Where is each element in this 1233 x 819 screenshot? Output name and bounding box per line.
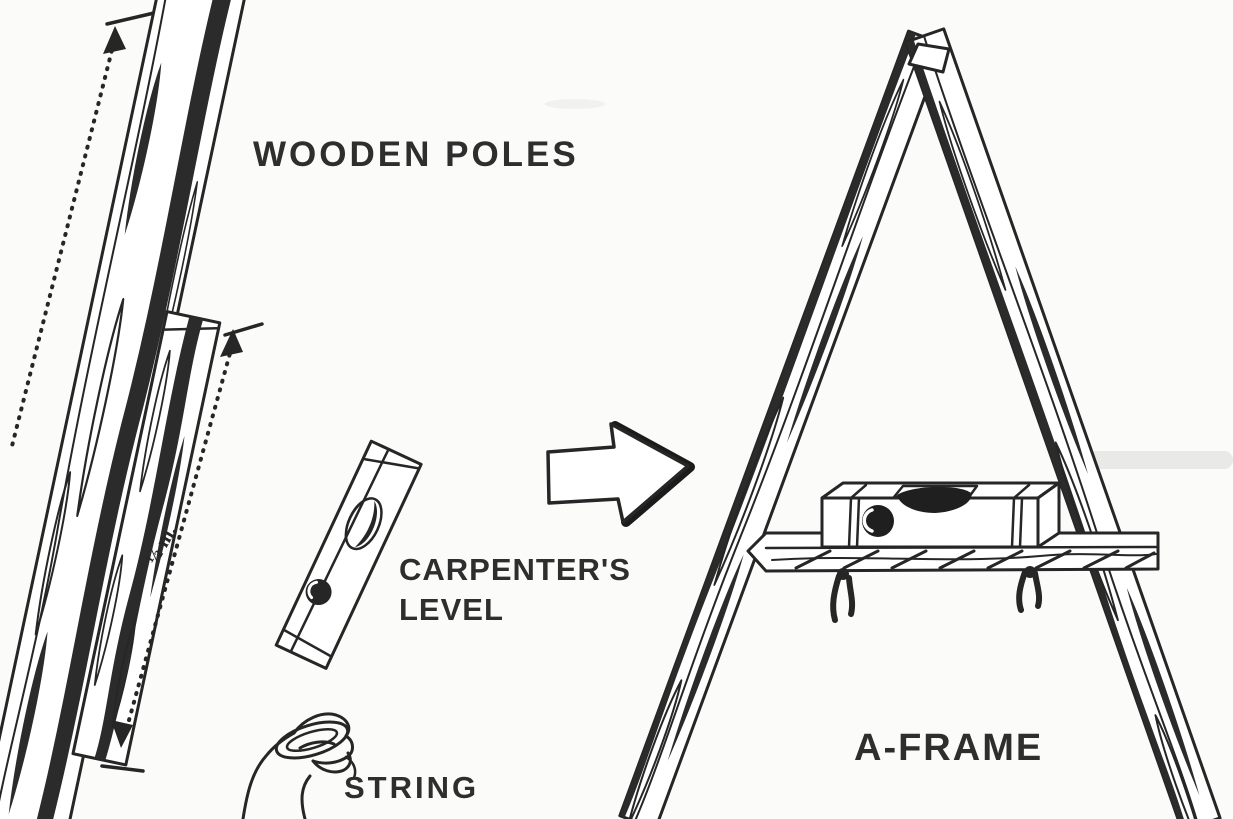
arrow-right-icon [546, 421, 695, 527]
aframe-left-leg [618, 29, 946, 819]
measure-arrow-short-pole [100, 322, 264, 773]
wooden-poles-label: WOODEN POLES [253, 135, 579, 174]
hand-with-string-coil [241, 712, 357, 819]
carpenters-level-label: CARPENTER'S LEVEL [399, 550, 631, 630]
wooden-pole-short [71, 310, 222, 767]
aframe-apex-joint [907, 42, 951, 74]
carpenters-level-label-line1: CARPENTER'S [399, 552, 631, 587]
string-label: STRING [344, 770, 480, 805]
lashing-string-knots [830, 566, 1043, 623]
a-frame-label: A-FRAME [854, 727, 1044, 769]
aframe-right-leg [904, 27, 1222, 819]
measure-arrow-long-pole [10, 11, 156, 448]
carpenters-level-label-line2: LEVEL [399, 592, 504, 627]
wooden-pole-long [0, 0, 251, 819]
aframe-level-on-crossbar [820, 481, 1061, 549]
scan-smudges [545, 99, 1233, 469]
carpenters-level-loose [274, 439, 423, 670]
